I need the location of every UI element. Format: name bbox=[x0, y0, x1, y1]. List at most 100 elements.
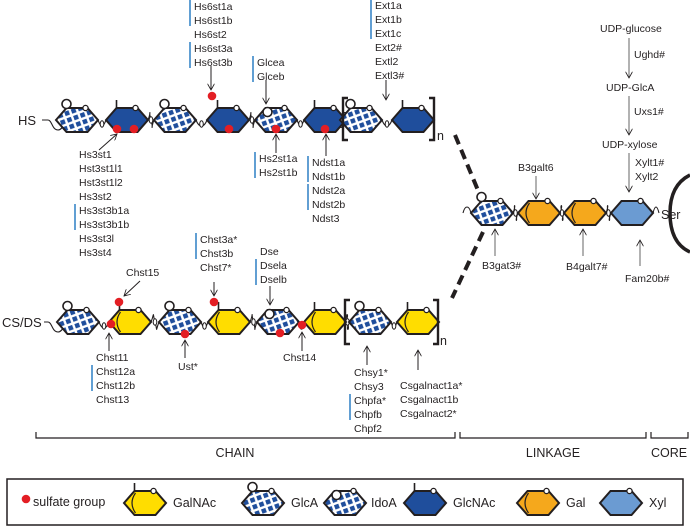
chst3-label: Chst3b bbox=[200, 248, 233, 260]
hs-to-linkage-dashed-line bbox=[453, 134, 484, 201]
sulfate-group-icon bbox=[224, 124, 234, 134]
fam20b-label: Fam20b# bbox=[625, 273, 670, 285]
uxs1-label: Uxs1# bbox=[634, 106, 664, 118]
csgalnact-label: Csgalnact1a* bbox=[400, 380, 462, 392]
core-section-label: CORE bbox=[651, 446, 687, 460]
legend-idoa-label: IdoA bbox=[371, 496, 397, 510]
linkage-glca-residue-carboxyl bbox=[476, 191, 487, 203]
hs2st-label: Hs2st1b bbox=[259, 167, 298, 179]
linkage-gal-residue bbox=[562, 200, 608, 226]
linkage-section-label: LINKAGE bbox=[526, 446, 580, 460]
hs-repeat-n: n bbox=[437, 129, 444, 143]
linkage-start bbox=[462, 206, 472, 214]
legend-galnac-icon-ring-oxygen bbox=[150, 487, 157, 495]
sulfate-group-icon bbox=[271, 124, 281, 134]
hs2st-label: Hs2st1a bbox=[259, 153, 298, 165]
hs-glca-residue-ring-oxygen bbox=[82, 104, 89, 112]
hs3st-label: Hs3st3b1a bbox=[79, 205, 129, 217]
ndst-label: Ndst1a bbox=[312, 157, 345, 169]
hs6st-label: Hs6st3a bbox=[194, 43, 233, 55]
chst11-label: Chst12b bbox=[96, 380, 135, 392]
sulfate-group-icon bbox=[129, 124, 139, 134]
legend-galnac-icon bbox=[122, 490, 168, 516]
sulfate-group-icon bbox=[207, 91, 217, 101]
csds-linkage-glycosidic-oxygen bbox=[251, 318, 256, 326]
legend-xyl-icon-ring-oxygen bbox=[626, 487, 633, 495]
b3galt6-label: B3galt6 bbox=[518, 162, 554, 174]
hs-glca-residue bbox=[54, 107, 100, 133]
csds-galnac-residue-ring-oxygen bbox=[330, 306, 337, 314]
chst11-label: Chst12a bbox=[96, 366, 135, 378]
ndst-label: Ndst1b bbox=[312, 171, 345, 183]
ust-label: Ust* bbox=[178, 361, 198, 373]
hs3st-label: Hs3st4 bbox=[79, 247, 112, 259]
sulfate-group-icon bbox=[112, 124, 122, 134]
hs-repeat-bracket-left bbox=[341, 96, 348, 142]
linkage-section-bracket bbox=[459, 432, 647, 439]
chst15-label: Chst15 bbox=[126, 267, 159, 279]
csds-glca-residue bbox=[157, 309, 203, 335]
chsy-label: Chpfb bbox=[354, 409, 382, 421]
csds-glca-residue-ring-oxygen bbox=[83, 306, 90, 314]
chst11-label: Chst11 bbox=[96, 352, 129, 364]
csds-galnac-residue bbox=[395, 309, 441, 335]
legend-xyl-icon bbox=[598, 490, 644, 516]
xylt2-label: Xylt2 bbox=[635, 171, 659, 183]
core-protein-curve bbox=[668, 173, 690, 254]
linkage-gal-residue-ring-oxygen bbox=[590, 197, 597, 205]
csds-linkage-glycosidic-oxygen bbox=[202, 322, 207, 330]
legend-idoa-icon-ring-oxygen bbox=[350, 487, 357, 495]
b4galt7-label: B4galt7# bbox=[566, 261, 608, 273]
sulfate-group-icon bbox=[114, 297, 124, 307]
udp-xylose-label: UDP-xylose bbox=[602, 139, 658, 151]
hs3st-label: Hs3st1 bbox=[79, 149, 112, 161]
chst3-label: Chst3a* bbox=[200, 234, 237, 246]
ughd-label: Ughd# bbox=[634, 49, 665, 61]
csds-linkage-glycosidic-oxygen bbox=[101, 322, 107, 330]
legend-glcnac-label: GlcNAc bbox=[453, 496, 495, 510]
chst14-label: Chst14 bbox=[283, 352, 316, 364]
legend-glca-label: GlcA bbox=[291, 496, 319, 510]
hs-glcnac-residue bbox=[390, 107, 436, 133]
sulfate-group-icon bbox=[320, 124, 330, 134]
linkage-gal-residue-ring-oxygen bbox=[544, 197, 551, 205]
hs-linkage-glycosidic-oxygen bbox=[99, 120, 105, 128]
sulfate-group-icon bbox=[275, 328, 285, 338]
csds-linkage-glycosidic-oxygen bbox=[391, 322, 397, 330]
csds-galnac-residue-c4-axial bbox=[311, 311, 316, 333]
hs3st-label: Hst3st1l2 bbox=[79, 177, 123, 189]
chain-section-label: CHAIN bbox=[216, 446, 255, 460]
csds-glca-residue-carboxyl bbox=[62, 300, 73, 312]
chst3-label: Chst7* bbox=[200, 262, 232, 274]
core-section-bracket bbox=[650, 432, 689, 439]
hs-repeat-bracket-right bbox=[429, 96, 436, 142]
chsy-label: Chsy1* bbox=[354, 367, 388, 379]
b3gat3-label: B3gat3# bbox=[482, 260, 521, 272]
legend-galnac-icon-c4-axial bbox=[131, 492, 136, 514]
csds-glca-residue-carboxyl bbox=[164, 300, 175, 312]
hs3st-label: Hs3st2 bbox=[79, 191, 112, 203]
dse-label: Dsela bbox=[260, 260, 287, 272]
csds-galnac-residue bbox=[107, 309, 153, 335]
legend-gal-icon-c4-axial bbox=[524, 492, 529, 514]
linkage-glca-residue-ring-oxygen bbox=[497, 197, 504, 205]
xylt1-label: Xylt1# bbox=[635, 157, 664, 169]
hs3st-label: Hs3st3l bbox=[79, 233, 114, 245]
csds-glca-residue-ring-oxygen bbox=[185, 306, 192, 314]
ndst-label: Ndst2a bbox=[312, 185, 345, 197]
csgalnact-label: Csgalnact1b bbox=[400, 394, 459, 406]
ndst-label: Ndst2b bbox=[312, 199, 345, 211]
legend-glcnac-icon bbox=[402, 490, 448, 516]
legend-gal-icon-ring-oxygen bbox=[543, 487, 550, 495]
glce-label: Glceb bbox=[257, 71, 285, 83]
csds-galnac-residue-c4-axial bbox=[116, 311, 121, 333]
sulfate-group-icon bbox=[180, 329, 190, 339]
csds-glca-residue bbox=[55, 309, 101, 335]
linkage-xyl-residue-ring-oxygen bbox=[637, 197, 644, 205]
hs3st-arrow bbox=[98, 134, 117, 151]
hs6st-label: Hs6st1a bbox=[194, 1, 233, 13]
hs-glca-residue-carboxyl bbox=[159, 98, 170, 110]
ext-label: Ext2# bbox=[375, 42, 402, 54]
legend-xyl-label: Xyl bbox=[649, 496, 666, 510]
